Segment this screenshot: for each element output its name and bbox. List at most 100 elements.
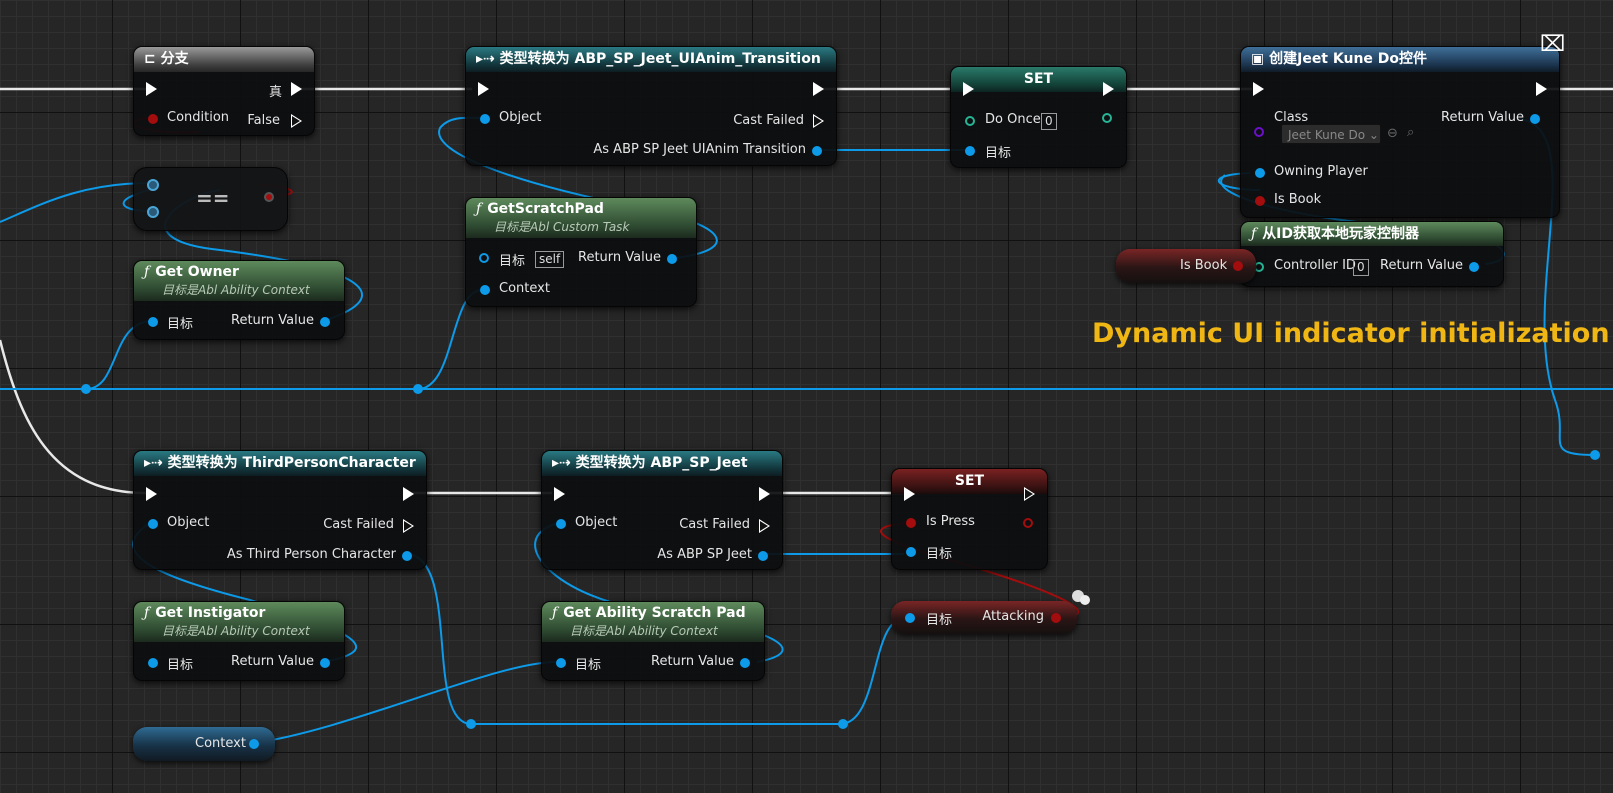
exec-in-pin[interactable] xyxy=(904,487,915,501)
equals-b-pin[interactable] xyxy=(147,206,159,218)
exec-out-pin[interactable] xyxy=(759,487,770,501)
create-widget-node[interactable]: ▣ 创建Jeet Kune Do控件 Class Jeet Kune Do ⌄ … xyxy=(1240,46,1560,218)
get-owner-title: Get Owner xyxy=(155,264,239,280)
is-book-label: Is Book xyxy=(1274,192,1322,207)
do-once-target-pin[interactable] xyxy=(965,146,975,156)
owner-return-pin[interactable] xyxy=(320,317,330,327)
ability-pad-target-pin[interactable] xyxy=(556,658,566,668)
equals-node[interactable]: == xyxy=(133,167,288,231)
cast-jeet-node[interactable]: ▸⇢ 类型转换为 ABP_SP_Jeet Object Cast Failed … xyxy=(541,450,783,570)
context-var-pin[interactable] xyxy=(249,739,259,749)
cast-third-output-pin[interactable] xyxy=(402,551,412,561)
scratch-context-pin[interactable] xyxy=(480,285,490,295)
cast-jeet-object-pin[interactable] xyxy=(556,519,566,529)
cast-third-failed-label: Cast Failed xyxy=(323,517,394,532)
cast-jeet-output-pin[interactable] xyxy=(758,551,768,561)
branch-title: 分支 xyxy=(160,51,189,67)
is-book-var-pin[interactable] xyxy=(1233,261,1243,271)
create-return-label: Return Value xyxy=(1441,110,1524,125)
cast-anim-output-label: As ABP SP Jeet UIAnim Transition xyxy=(593,142,806,157)
branch-header: ⊏ 分支 xyxy=(134,47,314,72)
function-icon: ƒ xyxy=(1251,226,1257,242)
attacking-pin[interactable] xyxy=(1051,613,1061,623)
cast-failed-pin[interactable] xyxy=(759,519,770,533)
is-book-variable-node[interactable]: Is Book xyxy=(1116,249,1256,283)
owner-target-pin[interactable] xyxy=(148,317,158,327)
do-once-target-label: 目标 xyxy=(985,146,1012,161)
context-variable-node[interactable]: Context xyxy=(133,727,275,761)
exec-in-pin[interactable] xyxy=(478,82,489,96)
ability-pad-return-pin[interactable] xyxy=(740,658,750,668)
scratch-pad-subtitle: 目标是Abl Custom Task xyxy=(494,220,630,234)
exec-in-pin[interactable] xyxy=(963,82,974,96)
controller-return-pin[interactable] xyxy=(1469,262,1479,272)
branch-node[interactable]: ⊏ 分支 真 Condition False xyxy=(133,46,315,136)
ability-pad-title: Get Ability Scratch Pad xyxy=(563,605,746,621)
cast-anim-failed-label: Cast Failed xyxy=(733,113,804,128)
is-press-out-pin[interactable] xyxy=(1023,518,1033,528)
exec-true-pin[interactable] xyxy=(291,82,302,96)
cast-failed-pin[interactable] xyxy=(403,519,414,533)
exec-out-pin[interactable] xyxy=(813,82,824,96)
instigator-return-pin[interactable] xyxy=(320,658,330,668)
player-controller-title: 从ID获取本地玩家控制器 xyxy=(1262,226,1420,242)
exec-false-pin[interactable] xyxy=(291,114,302,128)
controller-id-field[interactable]: 0 xyxy=(1353,259,1369,276)
condition-pin[interactable] xyxy=(148,114,158,124)
do-once-value-field[interactable]: 0 xyxy=(1041,113,1057,130)
class-pin[interactable] xyxy=(1254,127,1264,137)
exec-out-pin[interactable] xyxy=(1536,82,1547,96)
set-is-press-node[interactable]: SET Is Press 目标 xyxy=(891,468,1048,570)
is-book-var-label: Is Book xyxy=(1180,258,1228,273)
scratch-self-field[interactable]: self xyxy=(535,251,565,268)
attacking-target-pin[interactable] xyxy=(905,613,915,623)
scratch-pad-title: GetScratchPad xyxy=(487,201,604,217)
attacking-getter-node[interactable]: 目标 Attacking xyxy=(891,601,1077,634)
cast-third-object-pin[interactable] xyxy=(148,519,158,529)
exec-out-pin[interactable] xyxy=(403,487,414,501)
do-once-pin[interactable] xyxy=(965,116,975,126)
set-do-once-node[interactable]: SET Do Once 0 目标 xyxy=(950,66,1127,168)
scratch-target-pin[interactable] xyxy=(479,253,489,263)
cast-failed-pin[interactable] xyxy=(813,114,824,128)
cast-third-node[interactable]: ▸⇢ 类型转换为 ThirdPersonCharacter Object Cas… xyxy=(133,450,427,570)
cast-anim-node[interactable]: ▸⇢ 类型转换为 ABP_SP_Jeet_UIAnim_Transition O… xyxy=(465,46,837,166)
exec-in-pin[interactable] xyxy=(554,487,565,501)
exec-in-pin[interactable] xyxy=(146,82,157,96)
owning-player-pin[interactable] xyxy=(1255,168,1265,178)
cast-anim-object-pin[interactable] xyxy=(480,114,490,124)
is-press-pin[interactable] xyxy=(906,518,916,528)
exec-in-pin[interactable] xyxy=(1253,82,1264,96)
cast-anim-title: 类型转换为 ABP_SP_Jeet_UIAnim_Transition xyxy=(499,51,821,67)
browse-icon[interactable]: ⊖ xyxy=(1387,126,1398,141)
exec-out-pin[interactable] xyxy=(1103,82,1114,96)
scratch-context-label: Context xyxy=(499,281,550,296)
is-press-target-pin[interactable] xyxy=(906,547,916,557)
exec-in-pin[interactable] xyxy=(146,487,157,501)
widget-icon: ▣ xyxy=(1251,51,1265,67)
reroute-node xyxy=(1590,450,1600,460)
cast-anim-output-pin[interactable] xyxy=(812,146,822,156)
ability-pad-subtitle: 目标是Abl Ability Context xyxy=(570,624,718,638)
cast-anim-object-label: Object xyxy=(499,110,542,125)
function-icon: ƒ xyxy=(476,201,482,217)
is-book-pin[interactable] xyxy=(1255,196,1265,206)
equals-a-pin[interactable] xyxy=(147,179,159,191)
equals-result-pin[interactable] xyxy=(264,192,274,202)
class-dropdown[interactable]: Jeet Kune Do ⌄ xyxy=(1281,124,1381,144)
instigator-target-pin[interactable] xyxy=(148,658,158,668)
scratch-return-pin[interactable] xyxy=(667,254,677,264)
do-once-out-pin[interactable] xyxy=(1102,113,1112,123)
exec-out-pin[interactable] xyxy=(1024,487,1035,501)
search-icon[interactable]: ⌕ xyxy=(1407,125,1415,140)
controller-id-label: Controller ID xyxy=(1274,258,1356,273)
create-return-pin[interactable] xyxy=(1530,114,1540,124)
branch-icon: ⊏ xyxy=(144,51,156,67)
do-once-label: Do Once xyxy=(985,112,1041,127)
comment-text: Dynamic UI indicator initialization xyxy=(1092,318,1610,349)
